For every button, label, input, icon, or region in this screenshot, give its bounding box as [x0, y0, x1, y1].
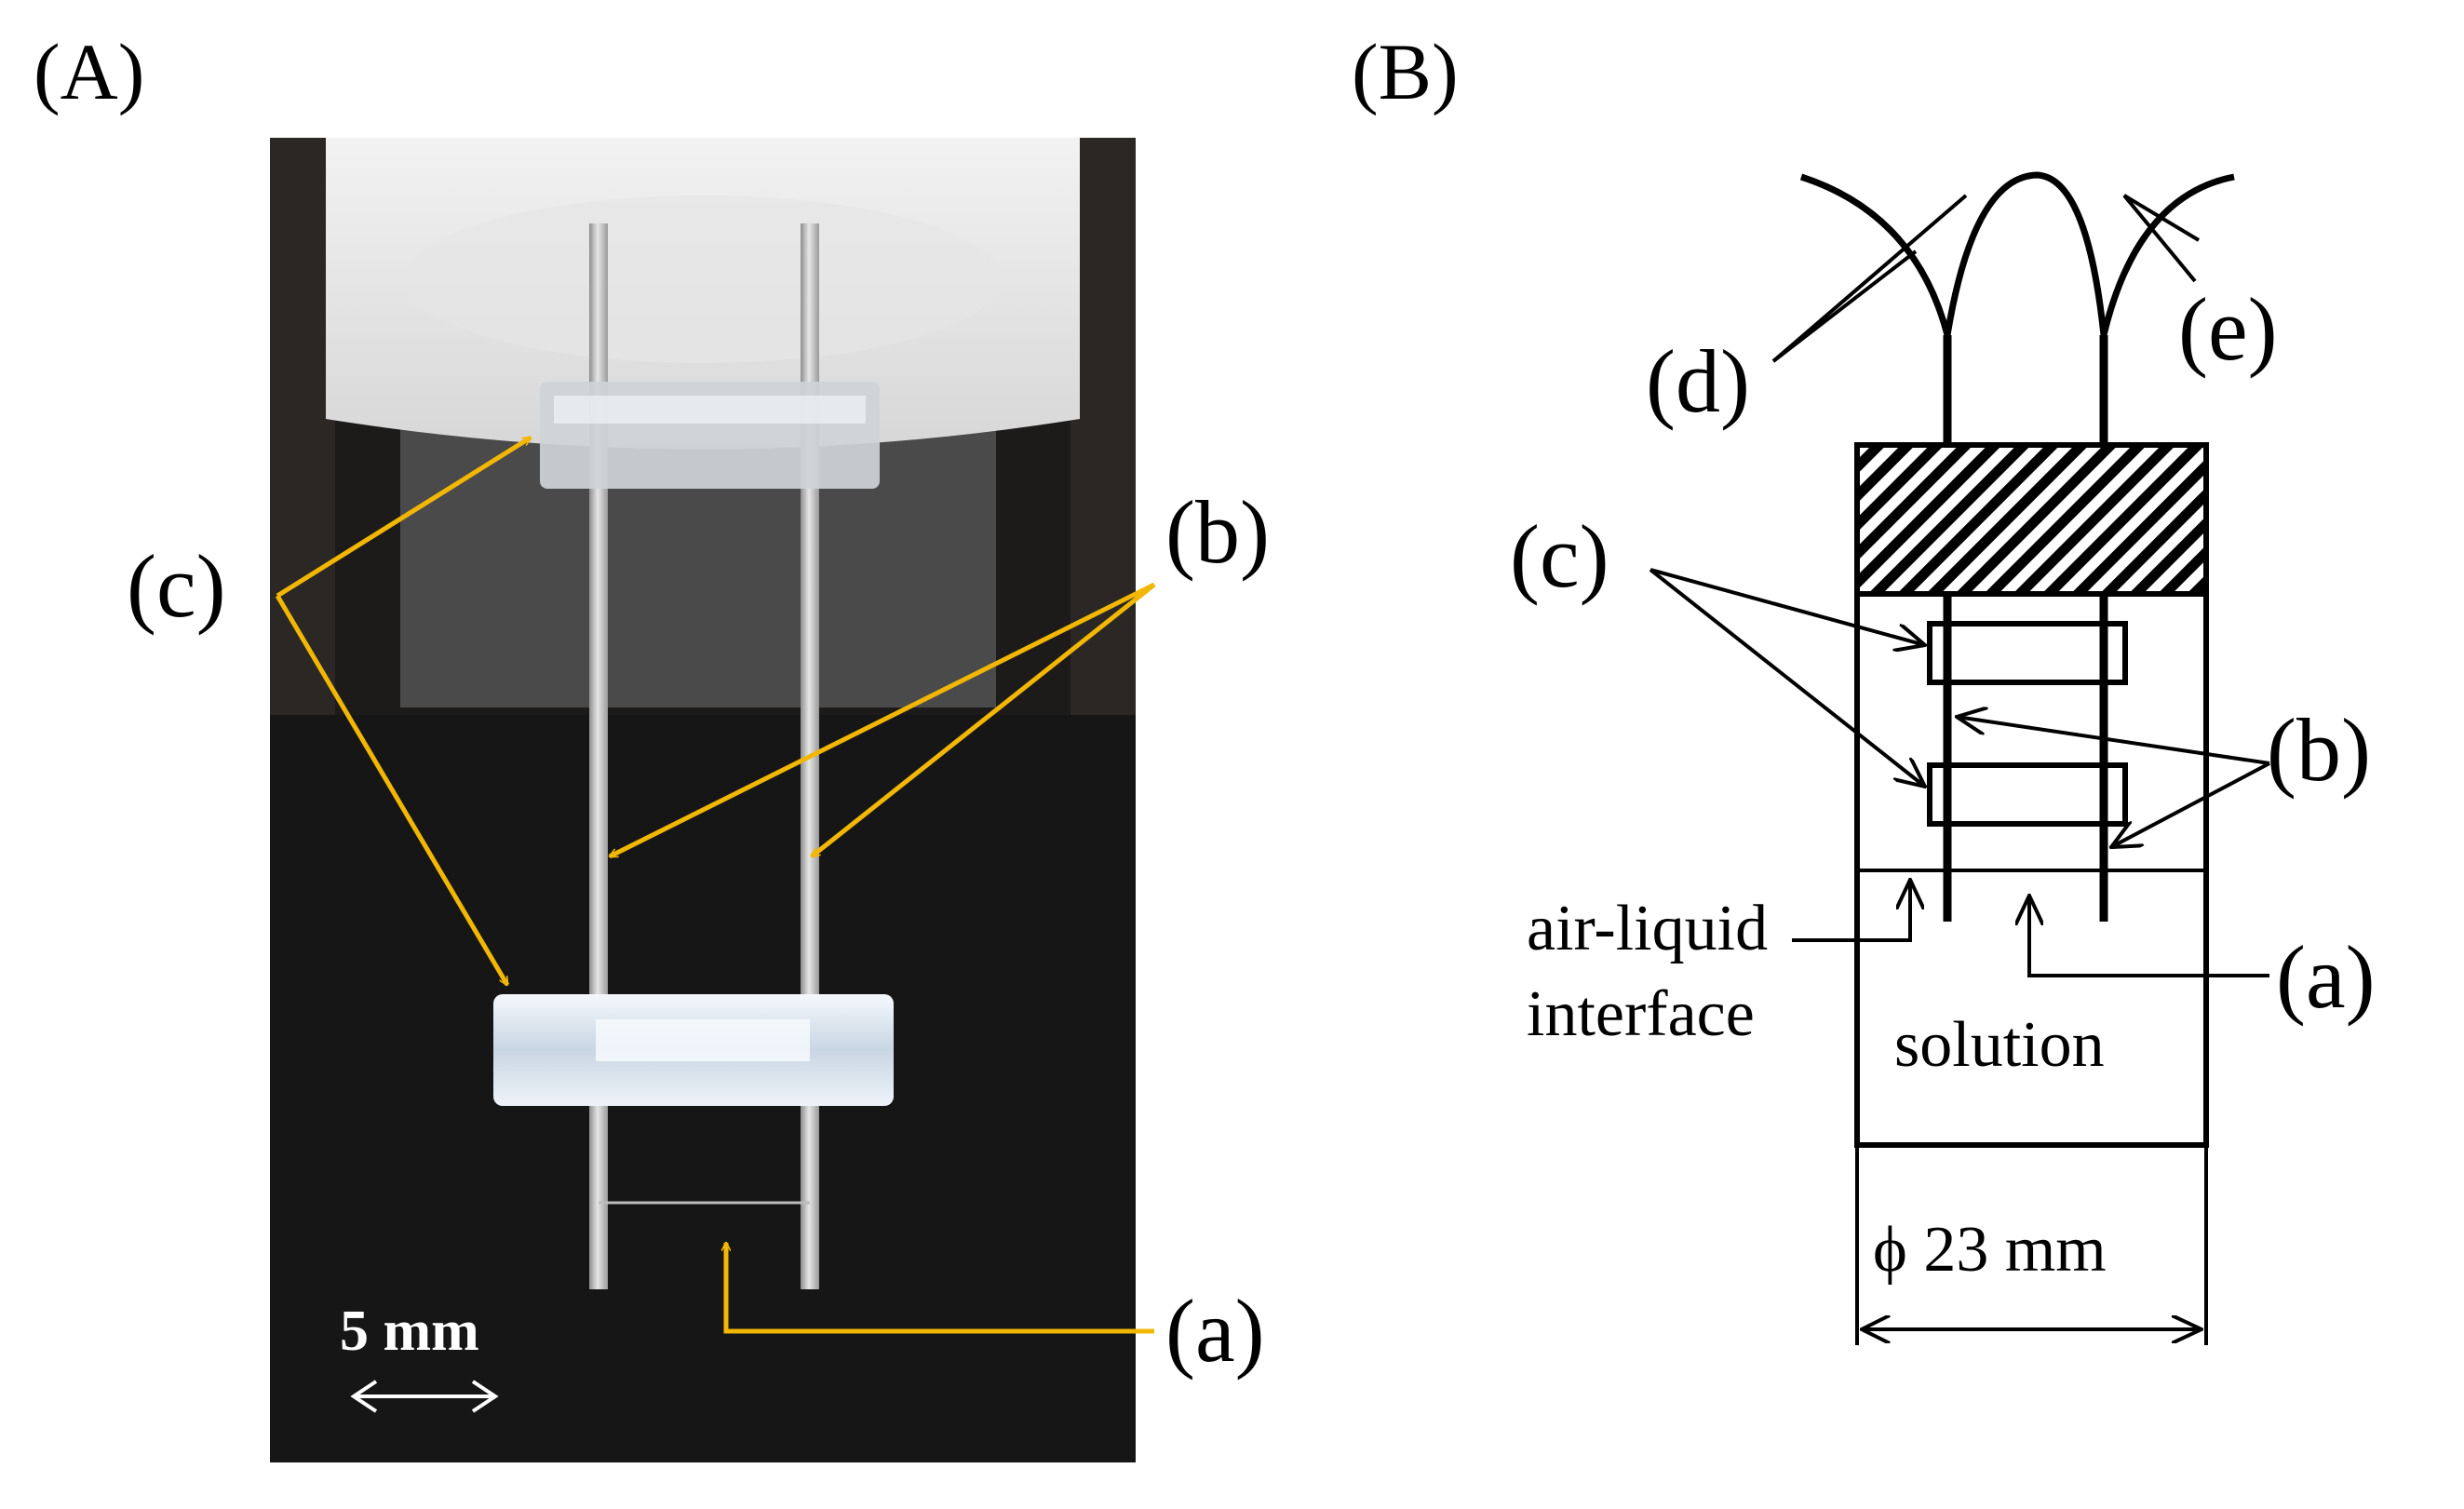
schematic-leader-c-upper	[1649, 568, 1925, 645]
schematic-holder-upper	[1927, 621, 2128, 685]
photo-arrow-b-left	[610, 582, 1156, 859]
schematic-label-a: (a)	[2276, 927, 2376, 1027]
photo-lower-holder-shine	[596, 1019, 810, 1061]
schematic-leader-b-upper	[1957, 717, 2270, 765]
schematic-leader-c-lower	[1649, 568, 1925, 787]
schematic-leader-a	[2029, 896, 2269, 977]
scale-bar: 5 mm	[340, 1300, 499, 1413]
schematic-lead-arc-mid	[1944, 171, 2107, 336]
photo-cup-rim	[405, 195, 1001, 363]
schematic-interface-label-line1: air-liquid	[1527, 893, 1768, 964]
panel-b-title: (B)	[1352, 27, 1459, 116]
schematic-holder-lower	[1927, 762, 2128, 827]
scale-bar-head-right	[471, 1380, 499, 1413]
photo-side-wall-left	[270, 138, 335, 715]
schematic-solution-label: solution	[1894, 1009, 2105, 1081]
schematic-label-c: (c)	[1510, 506, 1609, 606]
schematic-leader-b-lower	[2111, 761, 2270, 847]
schematic-leader-e	[2122, 194, 2201, 283]
schematic-cap	[1854, 442, 2209, 597]
schematic-diameter-label: ϕ 23 mm	[1873, 1214, 2107, 1286]
photo-annotations	[275, 435, 1156, 1334]
schematic-lead-arc-left	[1799, 173, 1951, 336]
photo-upper-holder-highlight	[554, 396, 866, 424]
photo-arrow-c-lower	[275, 594, 510, 985]
photo-arrow-c-upper	[276, 435, 531, 599]
schematic-label-e: (e)	[2178, 279, 2278, 379]
scale-bar-head-left	[350, 1380, 378, 1413]
photo-label-b: (b)	[1165, 482, 1270, 582]
schematic-interface-label-line2: interface	[1527, 978, 1755, 1050]
schematic	[1649, 171, 2270, 1345]
schematic-label-d: (d)	[1646, 331, 1750, 431]
schematic-leader-interface	[1792, 880, 1910, 942]
photo-arrow-a	[726, 1243, 1154, 1334]
schematic-label-b: (b)	[2267, 700, 2371, 800]
scale-bar-label: 5 mm	[340, 1300, 479, 1363]
photo-side-wall-right	[1070, 138, 1136, 715]
photo	[270, 138, 1136, 1462]
panel-a-title: (A)	[34, 27, 144, 116]
schematic-leader-d-2	[1771, 194, 1968, 363]
photo-label-a: (a)	[1165, 1281, 1265, 1381]
photo-arrow-b-right	[812, 583, 1156, 858]
photo-label-c: (c)	[127, 536, 226, 636]
schematic-lead-arc-right	[2100, 173, 2235, 336]
